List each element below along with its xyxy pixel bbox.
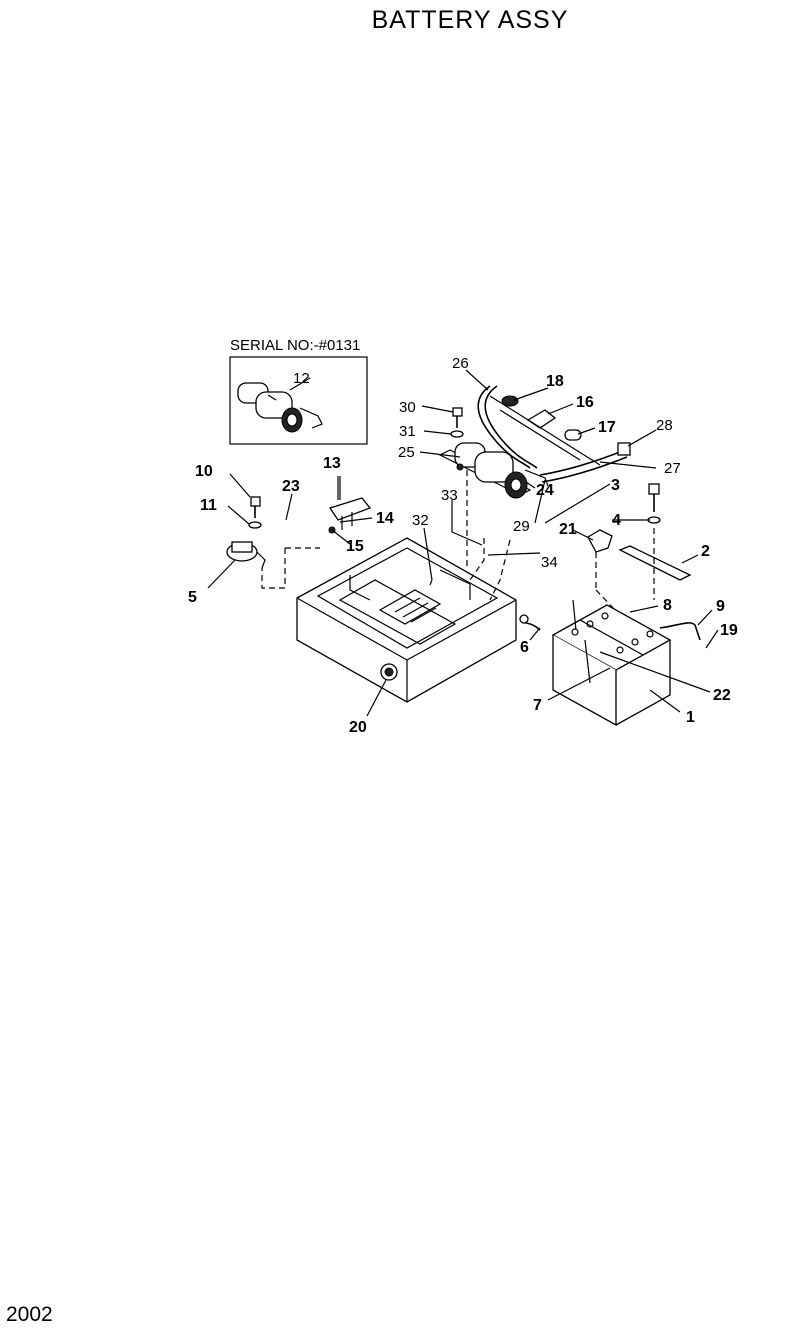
callout-12: 12 — [293, 370, 310, 387]
callout-20: 20 — [349, 719, 367, 736]
callout-8: 8 — [663, 597, 672, 614]
serial-inset-label: SERIAL NO:-#0131 — [230, 337, 360, 354]
callout-29: 29 — [513, 518, 530, 535]
callout-18: 18 — [546, 373, 564, 390]
cover-13 — [328, 476, 372, 534]
callout-24: 24 — [536, 482, 554, 499]
bolt-3 — [647, 483, 661, 600]
callout-22: 22 — [713, 687, 731, 704]
callout-6: 6 — [520, 639, 529, 656]
callout-25: 25 — [398, 444, 415, 461]
relay-assembly — [438, 442, 549, 499]
callout-1: 1 — [686, 709, 695, 726]
callout-30: 30 — [399, 399, 416, 416]
switch-5 — [226, 541, 266, 569]
bolt-10 — [248, 496, 262, 529]
battery-tray — [296, 537, 517, 703]
callout-32: 32 — [412, 512, 429, 529]
callout-21: 21 — [559, 521, 577, 538]
callout-13: 13 — [323, 455, 341, 472]
callout-4: 4 — [612, 512, 621, 529]
callout-14: 14 — [376, 510, 394, 527]
callout-27: 27 — [664, 460, 681, 477]
callout-26: 26 — [452, 355, 469, 372]
callout-10: 10 — [195, 463, 213, 480]
inset-relay-part — [237, 382, 323, 433]
callout-15: 15 — [346, 538, 364, 555]
callout-7: 7 — [533, 697, 542, 714]
battery — [519, 604, 701, 727]
cable-26 — [477, 385, 538, 469]
callout-3: 3 — [611, 477, 620, 494]
leader-lines — [207, 369, 719, 717]
callout-11: 11 — [200, 497, 217, 514]
callout-28: 28 — [656, 417, 673, 434]
callout-31: 31 — [399, 423, 416, 440]
callout-19: 19 — [720, 622, 738, 639]
callout-17: 17 — [598, 419, 616, 436]
routing-lines — [261, 470, 616, 611]
callout-33: 33 — [441, 487, 458, 504]
callout-9: 9 — [716, 598, 725, 615]
callout-23: 23 — [282, 478, 300, 495]
callouts: 1 2 3 4 5 6 7 8 9 10 11 12 13 14 15 16 1… — [188, 355, 738, 736]
page-title: BATTERY ASSY — [371, 6, 569, 34]
hold-down-bar — [618, 545, 692, 581]
callout-16: 16 — [576, 394, 594, 411]
callout-34: 34 — [541, 554, 558, 571]
serial-inset: SERIAL NO:-#0131 — [229, 337, 368, 445]
cable-27 — [539, 442, 631, 483]
terminal-16-17-18 — [489, 395, 601, 466]
page-code: 2002 — [6, 1303, 53, 1326]
callout-5: 5 — [188, 589, 197, 606]
terminal-21 — [587, 529, 613, 590]
callout-2: 2 — [701, 543, 710, 560]
